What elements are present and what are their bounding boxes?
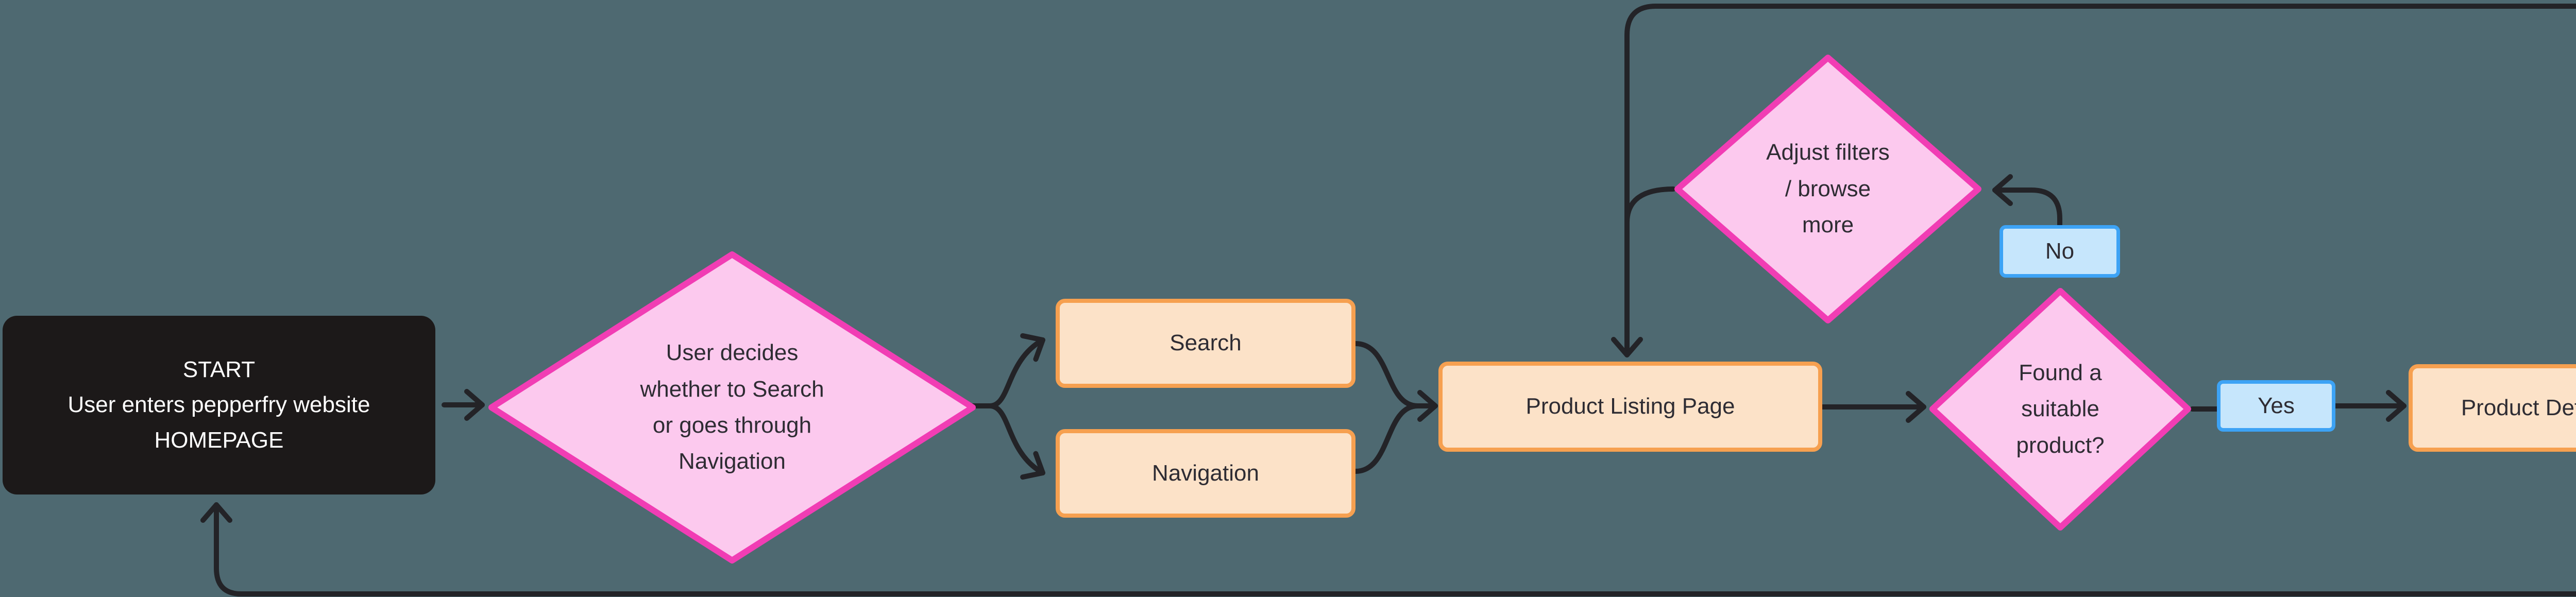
edge-no-to-adjust (1992, 174, 2062, 228)
node-navigation-label: Navigation (1152, 460, 1259, 486)
node-start[interactable]: START User enters pepperfry website HOME… (3, 316, 435, 494)
edge-decision-to-navigation (987, 403, 1045, 480)
label-no-found[interactable]: No (1999, 225, 2120, 278)
decision-found-suitable-product[interactable]: Found a suitable product? (1928, 287, 2192, 532)
node-start-label: START User enters pepperfry website HOME… (67, 357, 370, 453)
node-navigation[interactable]: Navigation (1056, 429, 1355, 518)
node-product-listing-page-label: Product Listing Page (1526, 394, 1735, 419)
decision-search-or-navigation-label: User decides whether to Search or goes t… (640, 340, 824, 474)
edge-decision-to-search (987, 333, 1045, 408)
decision-adjust-filters[interactable]: Adjust filters / browse more (1673, 54, 1982, 325)
node-search[interactable]: Search (1056, 299, 1355, 388)
label-yes-found-text: Yes (2258, 393, 2295, 418)
edge-search-merge (1353, 341, 1420, 408)
edge-adjust-to-plp-merge (1624, 186, 1676, 225)
decision-search-or-navigation[interactable]: User decides whether to Search or goes t… (487, 250, 977, 565)
node-product-listing-page[interactable]: Product Listing Page (1438, 362, 1822, 452)
label-yes-found[interactable]: Yes (2217, 380, 2335, 432)
node-product-details-page[interactable]: Product Details Page (2409, 364, 2576, 452)
edge-navigation-merge (1353, 403, 1420, 474)
node-product-details-page-label: Product Details Page (2461, 395, 2576, 420)
edge-ready-no-loop-to-plp (1611, 4, 2576, 357)
node-search-label: Search (1170, 330, 1242, 356)
label-no-found-text: No (2045, 238, 2075, 264)
decision-found-suitable-product-label: Found a suitable product? (2016, 360, 2105, 458)
decision-adjust-filters-label: Adjust filters / browse more (1766, 140, 1890, 238)
edge-track-loop-to-start (200, 502, 2576, 596)
